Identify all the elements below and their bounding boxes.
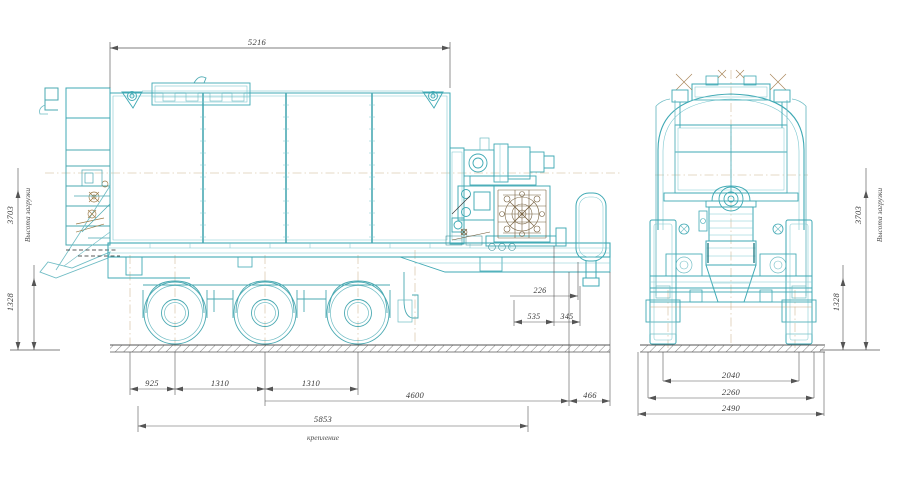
dim-value-2490: 2490 (722, 403, 741, 413)
dim-detail-group (510, 246, 581, 326)
dim-label-right-overall: Высота загрузки (875, 188, 884, 243)
dim-value-5853: 5853 (314, 414, 332, 424)
front-view-roof-fittings (675, 69, 787, 91)
front-view-centerlines (655, 70, 808, 350)
dim-bottom-secondary (264, 272, 611, 406)
dim-value-left-lower: 1328 (5, 292, 15, 311)
dim-value-2260: 2260 (722, 387, 741, 397)
front-view-side-rails (655, 89, 807, 296)
dim-value-right-overall: 3703 (853, 206, 863, 225)
side-view-roof-equipment (121, 76, 444, 109)
dim-bottom-overall (137, 406, 529, 432)
dim-top-5216 (109, 42, 451, 88)
dim-value-right-lower: 1328 (831, 292, 841, 311)
dim-value-345: 345 (560, 312, 574, 321)
side-view-chassis-frame (107, 242, 611, 279)
dim-value-left-overall: 3703 (5, 206, 15, 225)
front-view-tank-body (657, 75, 805, 230)
dim-label-left-overall: Высота загрузки (23, 188, 32, 243)
dim-front-bottom (637, 352, 825, 417)
dim-left-vertical (10, 168, 60, 351)
dim-value-466: 466 (583, 390, 597, 400)
dim-label-krepleniye: крепление (307, 433, 340, 442)
side-view-ground-line (110, 344, 610, 353)
dim-right-vertical (820, 168, 880, 351)
dim-value-4600: 4600 (406, 390, 425, 400)
front-view-ground-line (640, 344, 825, 353)
dim-value-2040: 2040 (722, 370, 741, 380)
dim-bottom-chain (129, 352, 359, 395)
side-view-centerlines (45, 172, 620, 350)
front-view-running-gear (645, 219, 817, 345)
dim-value-226: 226 (534, 286, 547, 295)
side-view-pump-engine-assembly (445, 137, 607, 287)
dim-value-925: 925 (145, 378, 159, 388)
dim-value-535: 535 (528, 312, 541, 321)
side-view-running-gear (142, 272, 419, 345)
dim-value-1310-b: 1310 (302, 378, 321, 388)
front-view-pump-housing (698, 185, 757, 303)
dim-value-top: 5216 (248, 37, 267, 47)
dim-value-1310-a: 1310 (211, 378, 230, 388)
